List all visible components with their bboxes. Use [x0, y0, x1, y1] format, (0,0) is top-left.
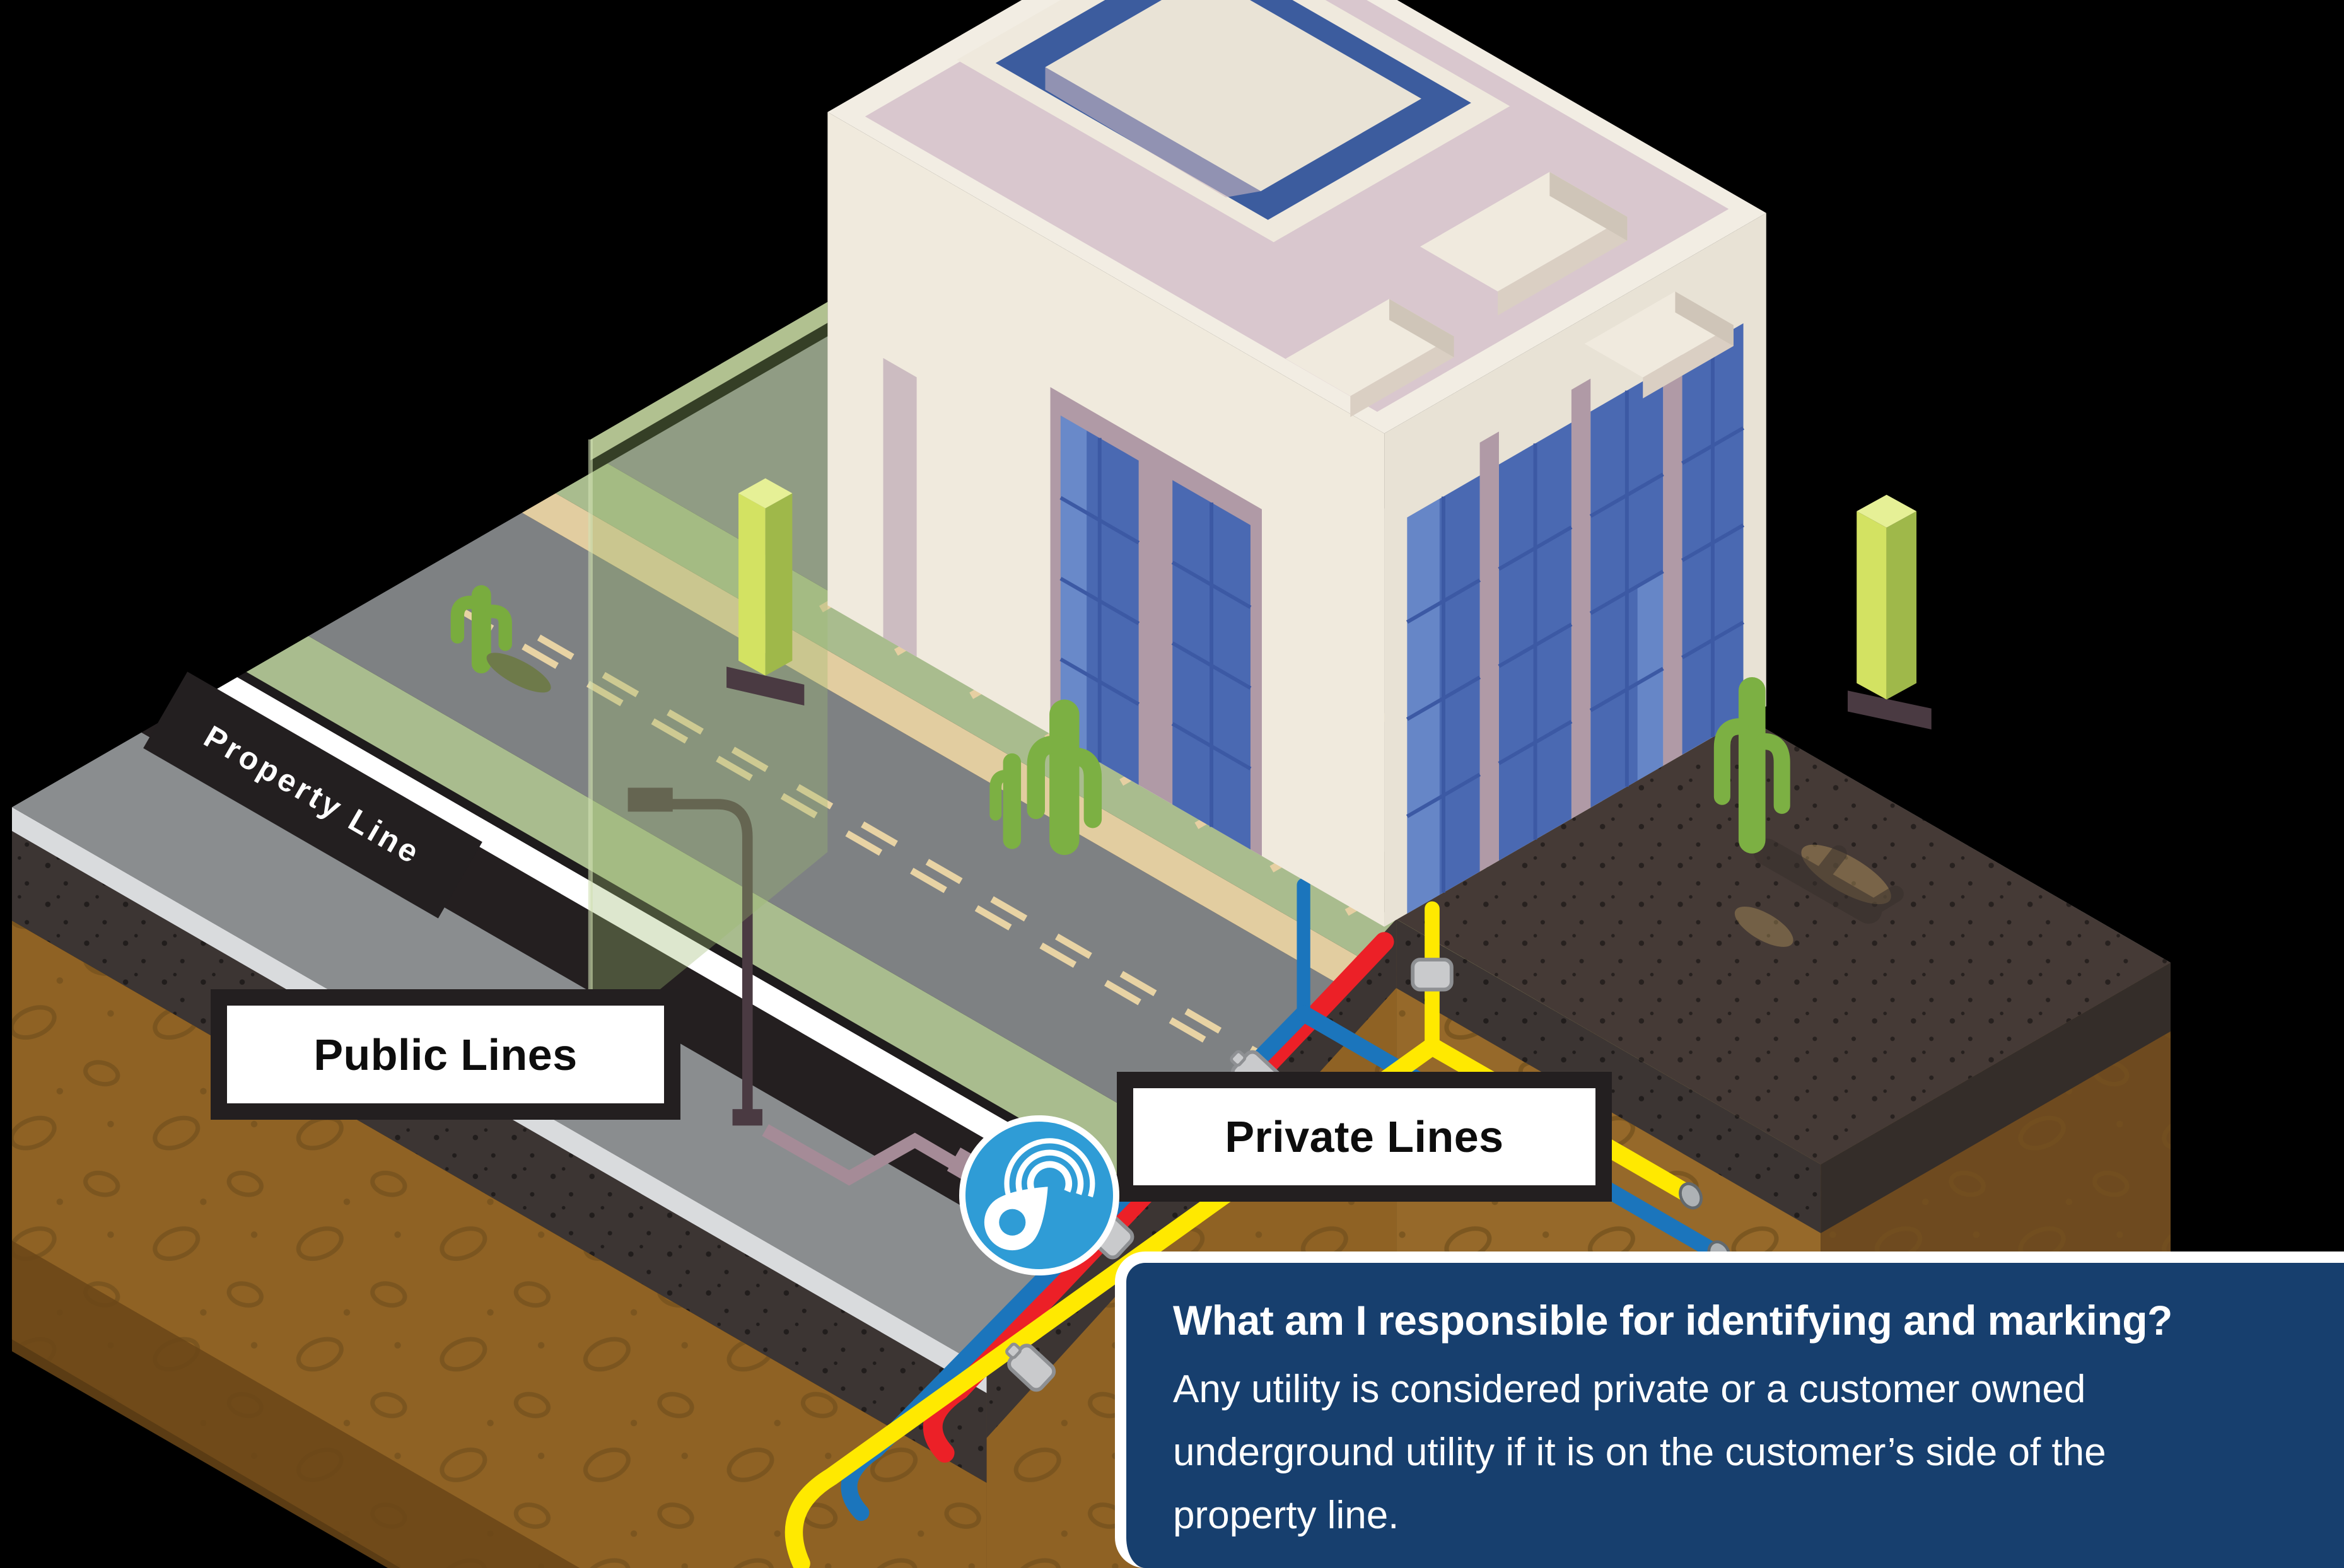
info-panel-body-line: underground utility if it is on the cust…	[1173, 1430, 2106, 1474]
road-center-line	[457, 606, 1315, 1106]
rooftop-units	[1285, 171, 1734, 417]
info-panel-body-line: property line.	[1173, 1494, 1399, 1538]
public-lines-label-text: Public Lines	[313, 1030, 578, 1079]
water-drop-glyph	[984, 1187, 1048, 1251]
info-panel-body: Any utility is considered private or a c…	[1173, 1358, 2325, 1548]
street-lamp	[627, 787, 1000, 1193]
cactus-desert	[1713, 677, 1790, 854]
gas-line-yellow	[784, 1037, 1442, 1568]
info-panel: What am I responsible for identifying an…	[1115, 1251, 2344, 1568]
entrance-doors	[1059, 415, 1252, 850]
private-lines-label: Private Lines	[1117, 1072, 1612, 1202]
cactus-plants	[450, 585, 1904, 924]
cactus-small	[450, 585, 512, 674]
glass-curtain-wall	[1406, 323, 1744, 914]
cactus-shadow	[1753, 839, 1904, 924]
info-panel-heading: What am I responsible for identifying an…	[1173, 1297, 2172, 1344]
commercial-building	[827, 0, 1766, 927]
hedge-pillars	[726, 478, 1932, 729]
roof-skylight	[957, 0, 1510, 243]
water-drop-ripple-icon	[959, 1115, 1119, 1275]
private-lines-label-text: Private Lines	[1225, 1112, 1504, 1161]
cactus-front	[989, 699, 1102, 856]
info-panel-body-line: Any utility is considered private or a c…	[1173, 1367, 2086, 1411]
public-lines-label: Public Lines	[211, 989, 680, 1120]
